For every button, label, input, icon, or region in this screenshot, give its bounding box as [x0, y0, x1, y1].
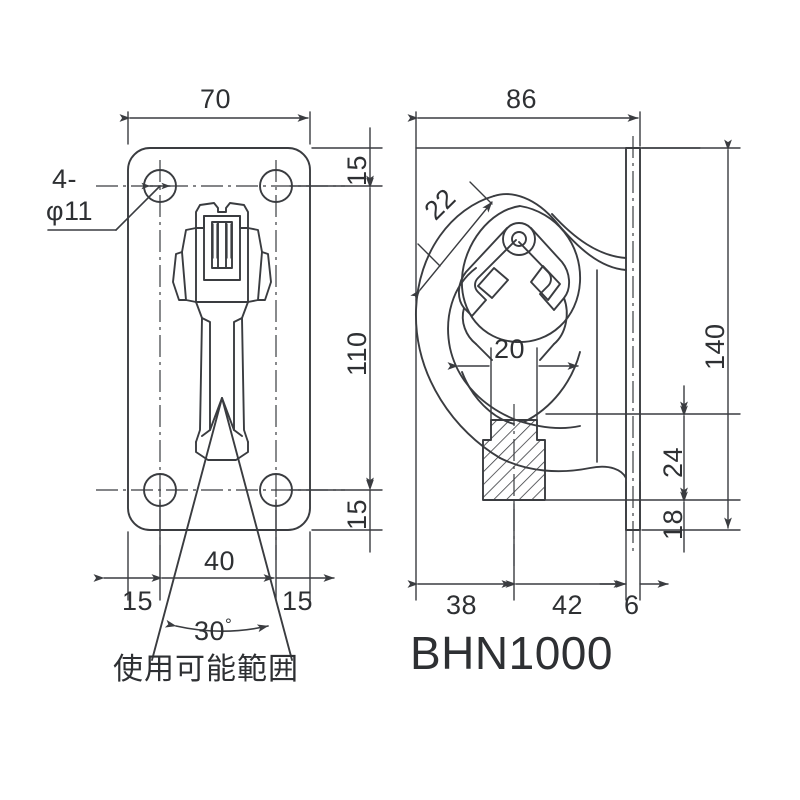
dim-throat-20	[447, 347, 579, 421]
swing-angle-value: 30	[194, 616, 226, 646]
dim-label-lower-offset: 24	[658, 446, 688, 478]
dim-label-bottom-offset: 18	[658, 508, 688, 540]
dim-label-hook-depth: 38	[446, 590, 478, 620]
dim-label-left-edge: 15	[122, 586, 154, 616]
dim-label-hole-span-vertical: 110	[342, 331, 372, 376]
usable-range-note: 使用可能範囲	[113, 652, 299, 687]
dim-label-hole-count: 4-	[52, 164, 78, 194]
dim-label-plate-thickness: 6	[624, 590, 640, 620]
swing-angle-arc	[164, 619, 269, 633]
dim-label-hole-diameter: φ11	[46, 196, 94, 226]
dim-label-body-depth: 42	[552, 590, 584, 620]
dim-label-right-edge: 15	[282, 586, 314, 616]
swing-range-lines	[151, 397, 293, 661]
dim-label-swing-angle: 30°	[194, 616, 232, 645]
model-title: BHN1000	[410, 627, 613, 679]
degree-symbol: °	[225, 615, 233, 634]
dim-gate-opening-22	[410, 181, 493, 301]
dim-label-top-margin: 15	[342, 154, 372, 186]
front-centerlines	[96, 160, 345, 560]
hole-callout-leader	[47, 182, 171, 231]
dim-vertical-stack	[289, 127, 383, 553]
dim-label-throat-width: 20	[494, 334, 526, 364]
dim-label-plate-width: 70	[200, 84, 232, 114]
dim-label-overall-depth: 86	[506, 84, 538, 114]
dim-side-horizontal-stack	[407, 299, 669, 601]
front-plate-outline	[127, 147, 311, 531]
dim-label-bottom-margin: 15	[342, 498, 372, 530]
dim-label-hole-span-horizontal: 40	[204, 546, 236, 576]
dim-label-plate-height: 140	[700, 323, 730, 370]
dim-horizontal-stack	[93, 499, 335, 601]
mounting-holes	[143, 169, 293, 507]
front-hook-body	[172, 202, 272, 461]
dim-plate-width-70	[119, 111, 311, 145]
dim-side-vertical-stack	[545, 139, 741, 553]
